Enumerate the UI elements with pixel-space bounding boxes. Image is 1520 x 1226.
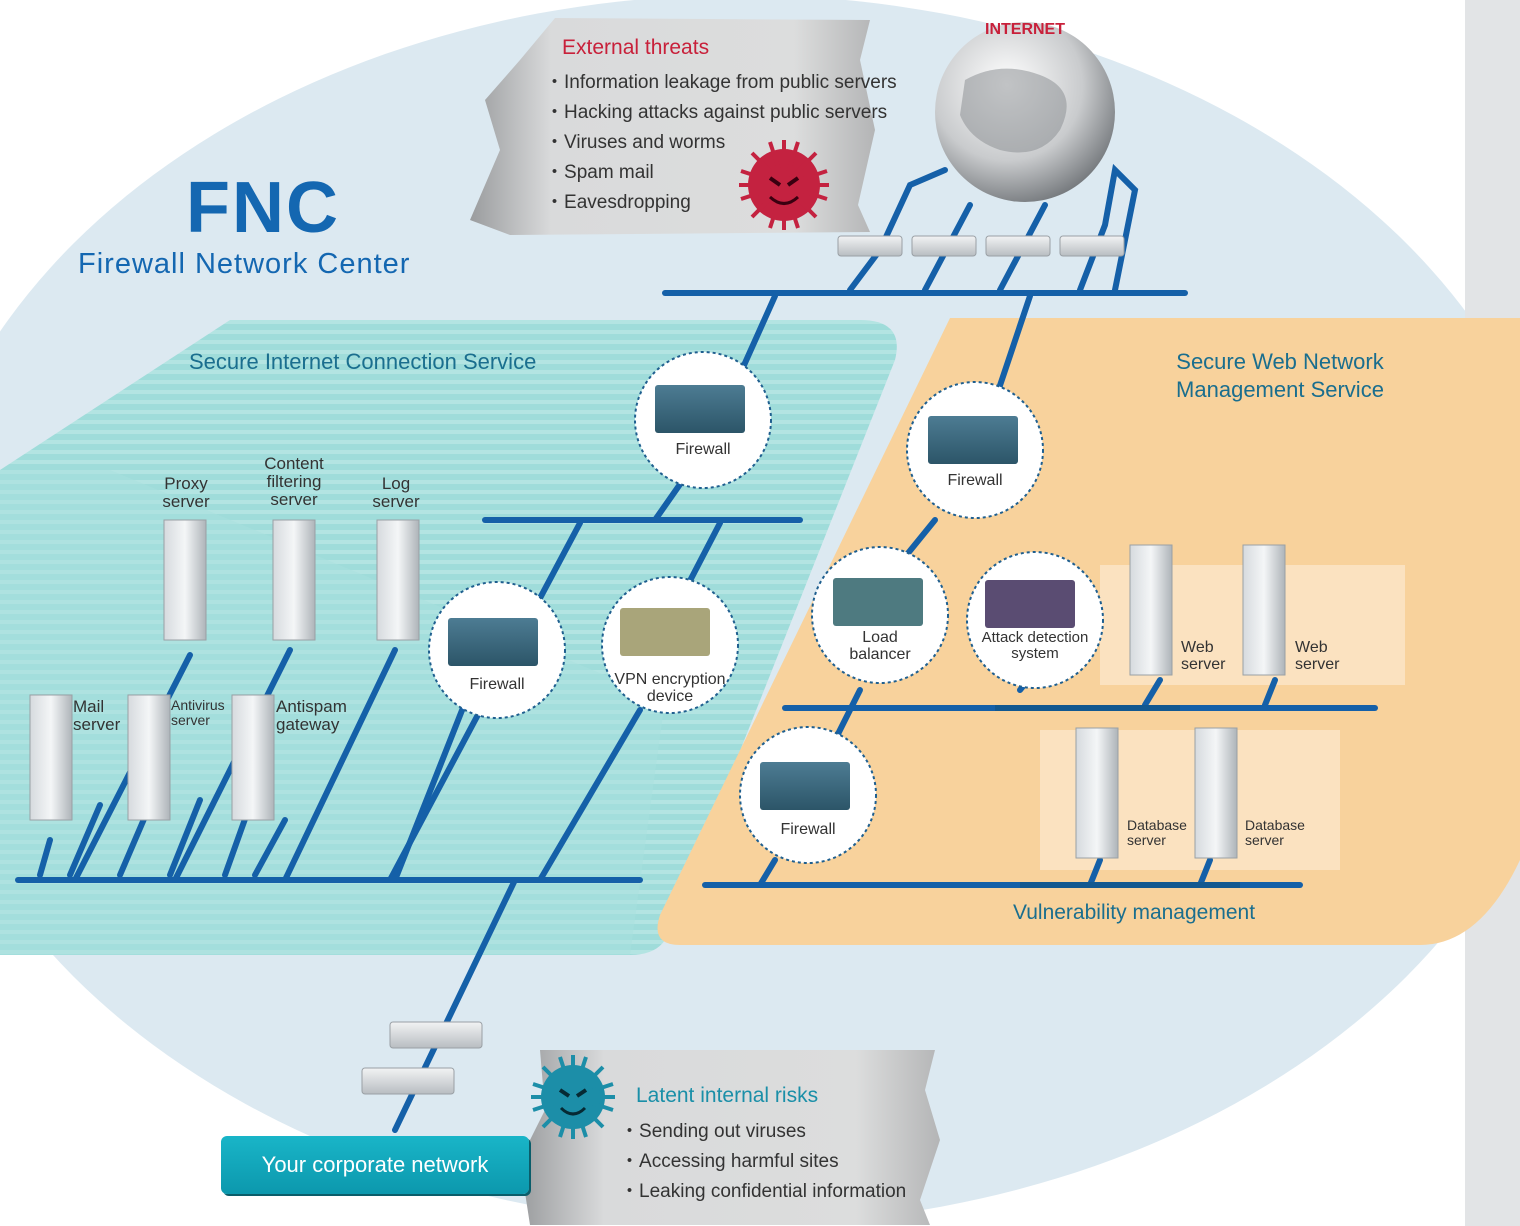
antispam-gateway-label: Antispam gateway: [276, 697, 347, 734]
secure-internet-title: Secure Internet Connection Service: [189, 349, 537, 374]
vulnerability-management-label: Vulnerability management: [1013, 901, 1256, 924]
firewall-devices: [448, 385, 1075, 810]
attack-detection-label: Attack detection system: [981, 629, 1089, 662]
proxy-server-label: Proxy server: [162, 474, 210, 511]
firewall-top-label: Firewall: [675, 441, 731, 458]
server-towers: [29, 519, 1286, 859]
secure-web-title: Secure Web Network Management Service: [1176, 349, 1384, 402]
corporate-network-label: Your corporate network: [261, 1152, 489, 1177]
internet-label: INTERNET: [985, 21, 1065, 38]
log-server-label: Log server: [372, 474, 420, 511]
mail-server-label: Mail server: [73, 697, 121, 734]
internal-monster-icon: [531, 1055, 615, 1139]
internal-risk-item: Leaking confidential information: [620, 1177, 906, 1207]
internal-risk-item: Accessing harmful sites: [620, 1147, 906, 1177]
web-server-1-label: Web server: [1181, 639, 1226, 673]
firewall-web-label: Firewall: [947, 472, 1003, 489]
external-threat-item: Viruses and worms: [545, 128, 897, 158]
internet-routers: [837, 235, 1125, 257]
internal-risks-list: Sending out viruses Accessing harmful si…: [620, 1117, 906, 1207]
database-server-2-label: Database server: [1245, 817, 1305, 848]
firewall-bottom-label: Firewall: [780, 821, 836, 838]
external-threats-list: Information leakage from public servers …: [545, 68, 897, 218]
logo-title: FNC: [186, 168, 340, 248]
database-server-1-label: Database server: [1127, 817, 1187, 848]
internal-risks-title: Latent internal risks: [636, 1084, 819, 1107]
external-threat-item: Spam mail: [545, 158, 897, 188]
vpn-device-label: VPN encryption device: [614, 671, 726, 705]
external-threat-item: Eavesdropping: [545, 188, 897, 218]
external-threat-item: Information leakage from public servers: [545, 68, 897, 98]
content-filtering-server-label: Content filtering server: [264, 454, 324, 509]
corporate-routers: [361, 1021, 483, 1095]
web-server-2-label: Web server: [1295, 639, 1340, 673]
internal-risk-item: Sending out viruses: [620, 1117, 906, 1147]
firewall-mid-label: Firewall: [469, 676, 525, 693]
corporate-network-box: Your corporate network: [221, 1136, 529, 1194]
load-balancer-label: Load balancer: [849, 629, 911, 663]
logo-subtitle: Firewall Network Center: [78, 248, 411, 280]
external-threat-item: Hacking attacks against public servers: [545, 98, 897, 128]
external-threats-title: External threats: [562, 36, 710, 59]
antivirus-server-label: Antivirus server: [171, 697, 225, 728]
